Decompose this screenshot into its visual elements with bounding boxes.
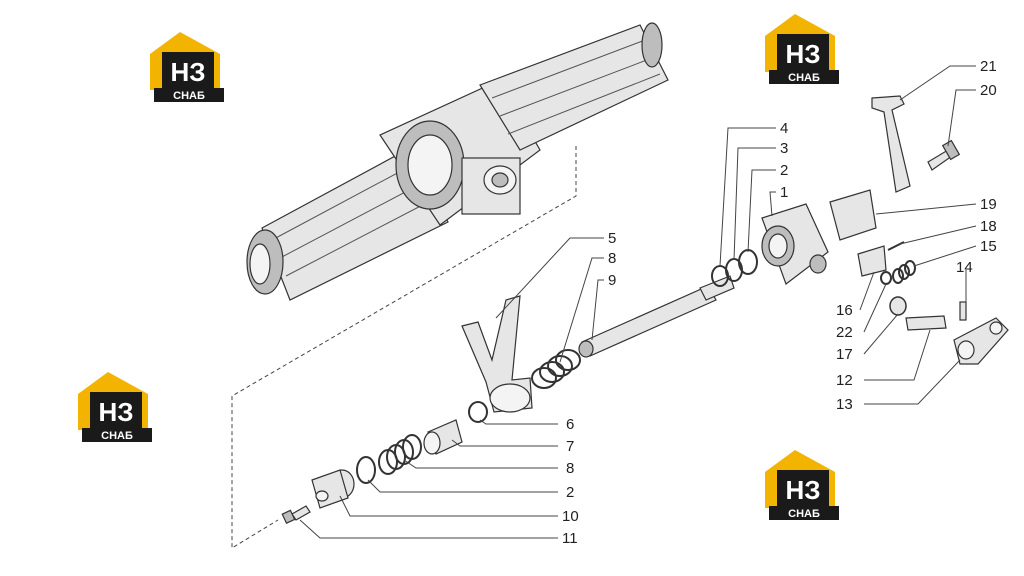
leader-lines [299,65,977,539]
bushing-part-7 [423,419,463,455]
bracket [871,95,911,193]
callout-8: 8 [608,250,616,267]
dashed-reference-line [231,146,577,549]
callout-11: 11 [562,530,578,547]
callout-8: 8 [566,460,574,477]
shift-shaft [578,275,735,358]
lever [953,317,1009,365]
spring-bottom [378,434,422,475]
watermark-logo-top-left: НЗ СНАБ [150,32,224,102]
pin-part-12 [905,315,947,331]
logo-small-text: СНАБ [101,430,133,442]
callout-6: 6 [566,416,574,433]
housing-block [761,203,829,285]
callout-2: 2 [566,484,574,501]
callout-4: 4 [780,120,788,137]
callout-1: 1 [780,184,788,201]
callout-14: 14 [956,259,973,276]
callout-18: 18 [980,218,997,235]
watermark-logo-top-right: НЗ СНАБ [765,14,839,84]
callout-2: 2 [780,162,788,179]
cover-plate [829,189,877,241]
callout-17: 17 [836,346,853,363]
cap-part-10 [311,469,355,509]
logo-big-text: НЗ [785,39,820,69]
watermark-logo-bottom-right: НЗ СНАБ [765,450,839,520]
washer-part-22 [880,271,892,285]
callout-9: 9 [608,272,616,289]
spring-part-15 [892,260,916,284]
callout-15: 15 [980,238,997,255]
callout-labels: 4 3 2 1 5 8 9 6 7 8 2 10 11 21 20 19 18 … [562,58,997,547]
callout-19: 19 [980,196,997,213]
callout-16: 16 [836,302,853,319]
callout-7: 7 [566,438,574,455]
bolt-part-11 [281,505,311,525]
logo-big-text: НЗ [170,57,205,87]
callout-5: 5 [608,230,616,247]
callout-13: 13 [836,396,853,413]
callout-22: 22 [836,324,853,341]
callout-10: 10 [562,508,579,525]
ring-part-2-bottom [356,456,376,484]
axle-housing-illustration [246,22,669,301]
seal-part-17 [889,296,907,316]
callout-21: 21 [980,58,997,75]
spring-top [531,349,581,389]
small-block [857,245,887,277]
bolt-part-20 [927,139,961,171]
logo-small-text: СНАБ [788,508,820,520]
logo-big-text: НЗ [98,397,133,427]
logo-small-text: СНАБ [173,90,205,102]
logo-big-text: НЗ [785,475,820,505]
watermark-logo-mid-left: НЗ СНАБ [78,372,152,442]
shift-fork [461,295,533,413]
ring-part-6 [468,401,488,423]
ring-part-2-top [738,249,758,275]
callout-3: 3 [780,140,788,157]
callout-20: 20 [980,82,997,99]
logo-small-text: СНАБ [788,72,820,84]
pin-part-14 [959,301,967,321]
callout-12: 12 [836,372,853,389]
